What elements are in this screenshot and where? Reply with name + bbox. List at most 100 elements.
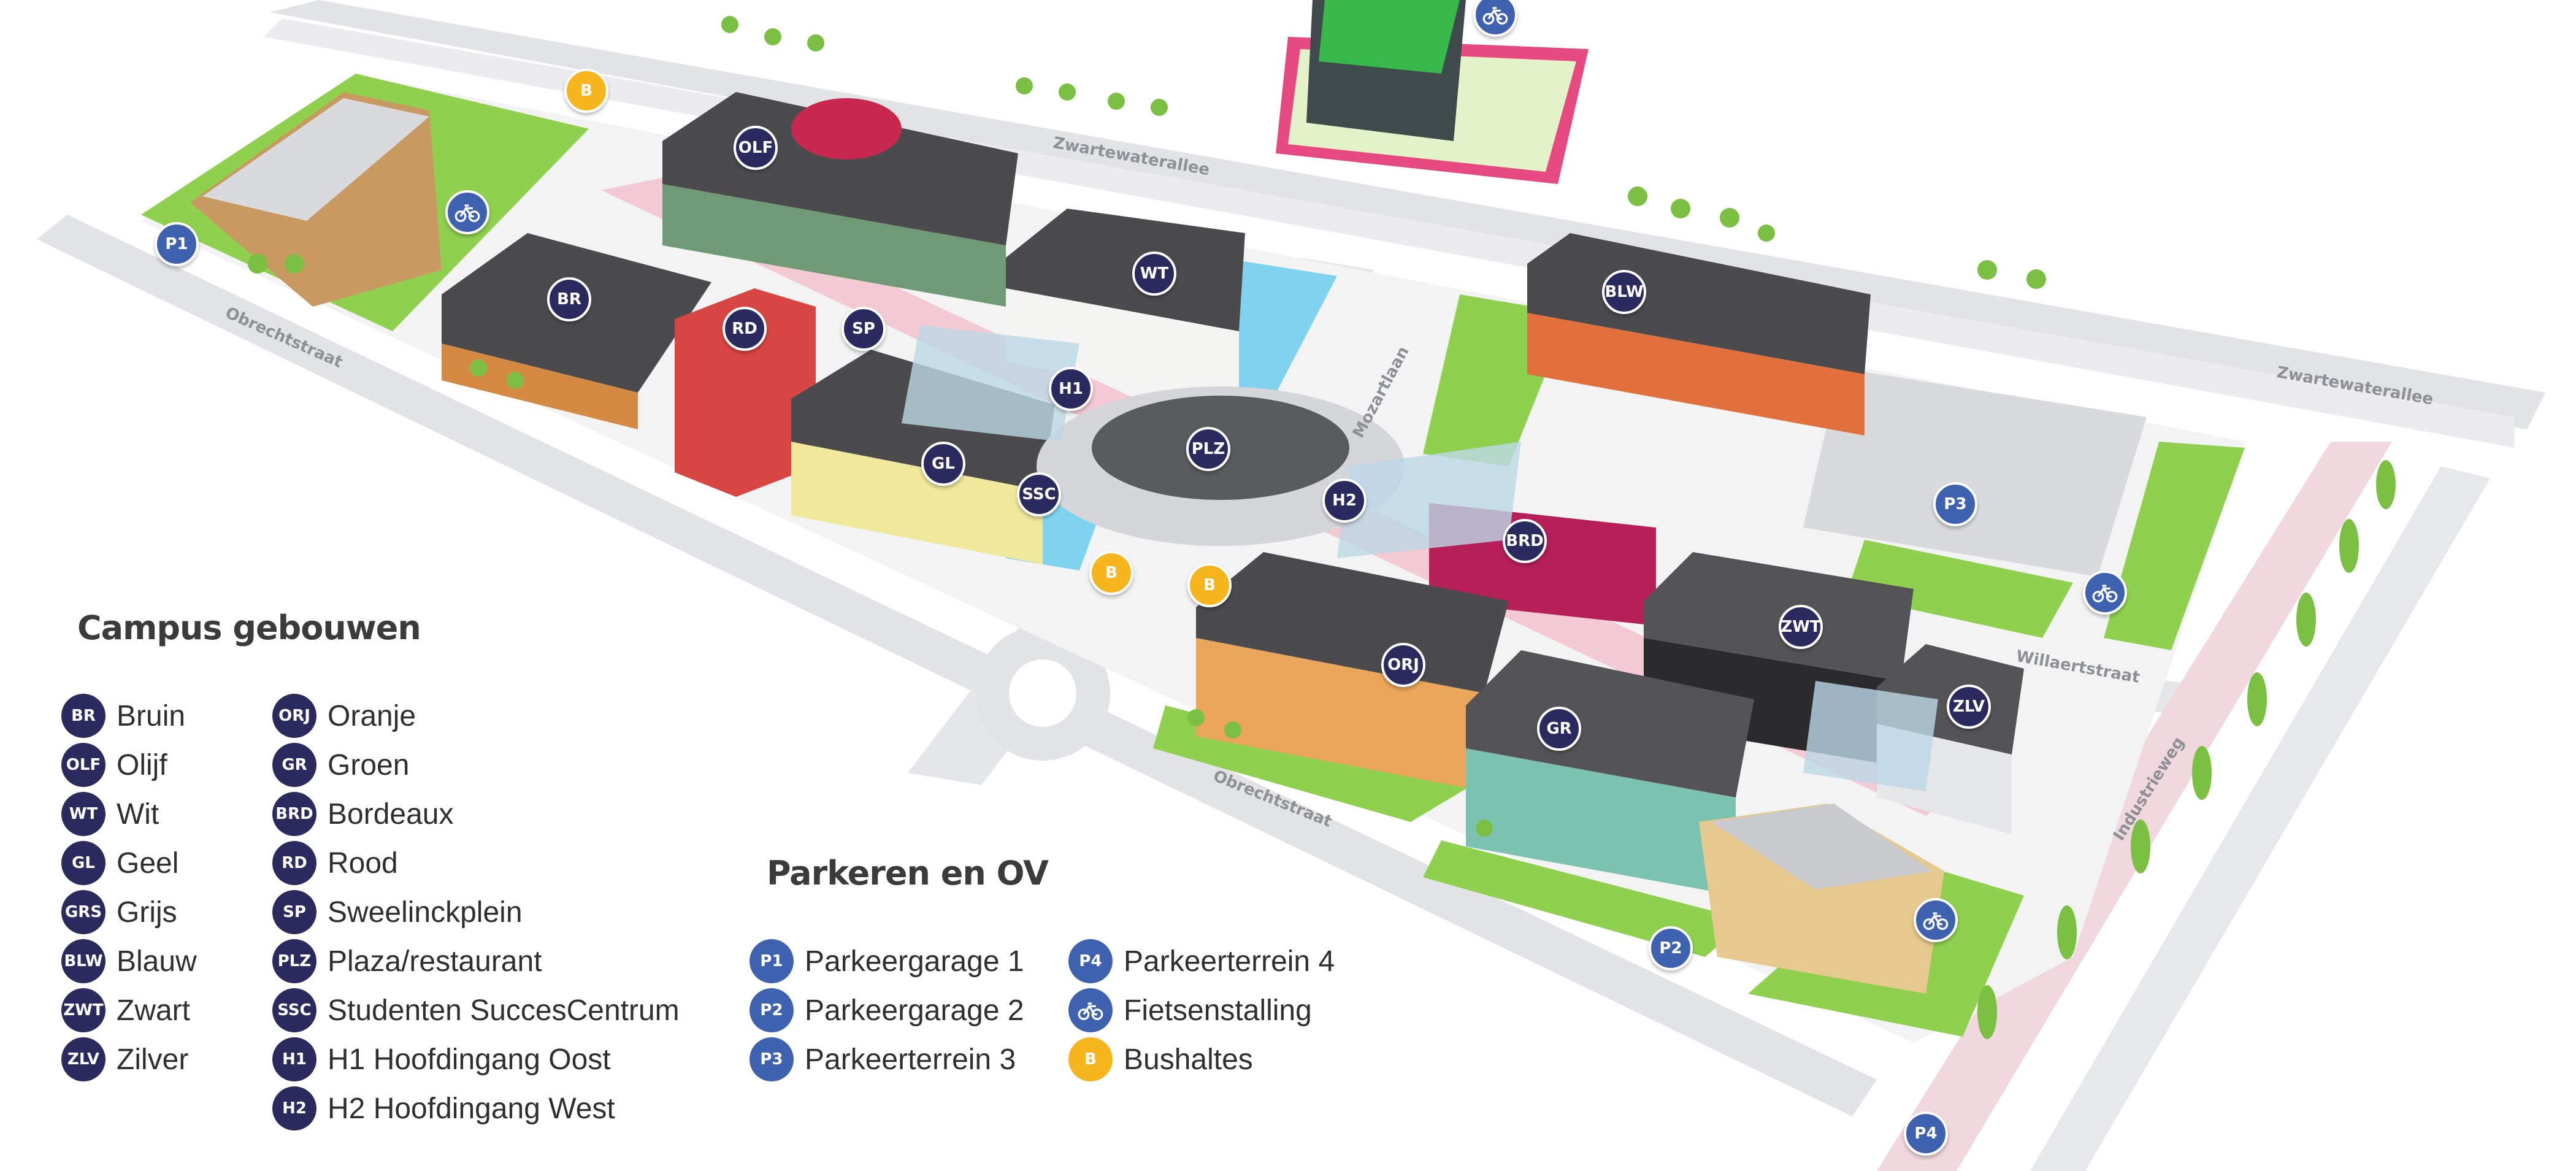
map-pin-ssc[interactable]: SSC: [1017, 472, 1061, 516]
map-pin-p4[interactable]: P4: [1904, 1111, 1948, 1156]
bike-parking-icon[interactable]: [1914, 898, 1958, 942]
legend-badge: SSC: [272, 988, 316, 1032]
building-olf-rotunda: [791, 98, 902, 159]
legend-item: P3 Parkeerterrein 3: [749, 1037, 1016, 1081]
map-pin-zwt[interactable]: ZWT: [1779, 605, 1823, 649]
map-pin-orj[interactable]: ORJ: [1381, 643, 1425, 687]
bike-parking-icon[interactable]: [1473, 0, 1517, 37]
legend-label: Rood: [328, 847, 398, 880]
building-gl-wall: [791, 442, 1043, 564]
legend-item: ZLV Zilver: [61, 1037, 189, 1081]
map-pin-gr[interactable]: GR: [1537, 707, 1581, 751]
legend-label: H2 Hoofdingang West: [328, 1092, 615, 1125]
legend-label: Parkeerterrein 4: [1124, 945, 1335, 978]
bike-icon: [1923, 912, 1949, 930]
road-obrechtstraat: [37, 215, 1877, 1116]
bike-parking-icon[interactable]: [445, 190, 489, 234]
legend-badge: H2: [272, 1086, 316, 1131]
legend-badge: ORJ: [272, 694, 316, 738]
map-pin-br[interactable]: BR: [547, 277, 591, 321]
map-pin-p1[interactable]: P1: [155, 222, 199, 266]
bike-icon: [1068, 988, 1113, 1032]
grass-strip-east: [2104, 442, 2245, 650]
building-p1-roof: [202, 98, 429, 221]
glass-atrium-east: [1337, 442, 1521, 558]
legend-item: RD Rood: [272, 841, 398, 885]
legend-label: Bruin: [117, 699, 186, 732]
legend-item: SSC Studenten SuccesCentrum: [272, 988, 680, 1032]
legend-label: Oranje: [328, 699, 416, 732]
legend-badge: GL: [61, 841, 105, 885]
legend-badge: GR: [272, 743, 316, 787]
map-pin-h2[interactable]: H2: [1322, 478, 1367, 523]
legend-label: Studenten SuccesCentrum: [328, 994, 680, 1027]
legend-badge: RD: [272, 841, 316, 885]
map-pin-p2[interactable]: P2: [1649, 926, 1693, 970]
legend-item: SP Sweelinckplein: [272, 890, 523, 934]
building-rd: [675, 288, 816, 497]
bike-parking-icon[interactable]: [2083, 570, 2127, 615]
bike-icon: [454, 204, 480, 222]
map-pin-blw[interactable]: BLW: [1602, 270, 1646, 314]
map-pin-h1[interactable]: H1: [1049, 367, 1093, 411]
legend-item: B Bushaltes: [1068, 1037, 1253, 1081]
map-pin-p3[interactable]: P3: [1933, 482, 1977, 526]
legend-label: Blauw: [117, 945, 197, 978]
legend-label: Bushaltes: [1124, 1043, 1253, 1076]
legend-badge: P3: [749, 1037, 794, 1081]
legend-label: Parkeergarage 2: [805, 994, 1024, 1027]
legend-label: Zwart: [117, 994, 190, 1027]
legend-label: Zilver: [117, 1043, 189, 1076]
map-pin-rd[interactable]: RD: [723, 307, 767, 351]
legend-label: H1 Hoofdingang Oost: [328, 1043, 611, 1076]
bike-icon: [2092, 585, 2118, 602]
campus-legend-title: Campus gebouwen: [77, 609, 421, 647]
legend-item: P2 Parkeergarage 2: [749, 988, 1024, 1032]
parking-legend-title: Parkeren en OV: [767, 854, 1049, 893]
legend-badge: ZWT: [61, 988, 105, 1032]
legend-badge: WT: [61, 792, 105, 836]
legend-badge: SP: [272, 890, 316, 934]
map-pin-bus[interactable]: B: [1187, 563, 1232, 607]
building-wt-roof: [1006, 209, 1245, 331]
legend-badge: PLZ: [272, 939, 316, 983]
building-wt-wall: [1006, 288, 1239, 405]
map-pin-zlv[interactable]: ZLV: [1947, 685, 1991, 729]
glass-atrium-south: [1803, 681, 1938, 791]
building-blw-roof: [1527, 233, 1871, 374]
legend-item: ZWT Zwart: [61, 988, 190, 1032]
legend-badge: OLF: [61, 743, 105, 787]
map-pin-gl[interactable]: GL: [921, 442, 965, 486]
map-pin-bus[interactable]: B: [1089, 551, 1133, 595]
legend-badge: BRD: [272, 792, 316, 836]
legend-label: Parkeerterrein 3: [805, 1043, 1016, 1076]
legend-badge: B: [1068, 1037, 1113, 1081]
bike-icon: [1482, 7, 1508, 25]
building-br-wall: [442, 344, 638, 429]
legend-badge: ZLV: [61, 1037, 105, 1081]
building-orj-wall: [1196, 638, 1484, 791]
roundabout-center: [1009, 659, 1076, 727]
legend-label: Wit: [117, 797, 159, 831]
map-pin-sp[interactable]: SP: [841, 307, 886, 351]
map-pin-olf[interactable]: OLF: [734, 126, 778, 170]
map-pin-wt[interactable]: WT: [1132, 251, 1176, 296]
legend-badge: P2: [749, 988, 794, 1032]
map-pin-bus[interactable]: B: [564, 69, 608, 113]
grass-parking-border: [1846, 540, 2073, 638]
map-pin-plz[interactable]: PLZ: [1186, 427, 1230, 471]
parking-lot-p3: [1803, 368, 2147, 577]
legend-badge: P4: [1068, 939, 1113, 983]
legend-item: P4 Parkeerterrein 4: [1068, 939, 1335, 983]
legend-label: Sweelinckplein: [328, 896, 523, 929]
map-pin-brd[interactable]: BRD: [1503, 519, 1547, 563]
